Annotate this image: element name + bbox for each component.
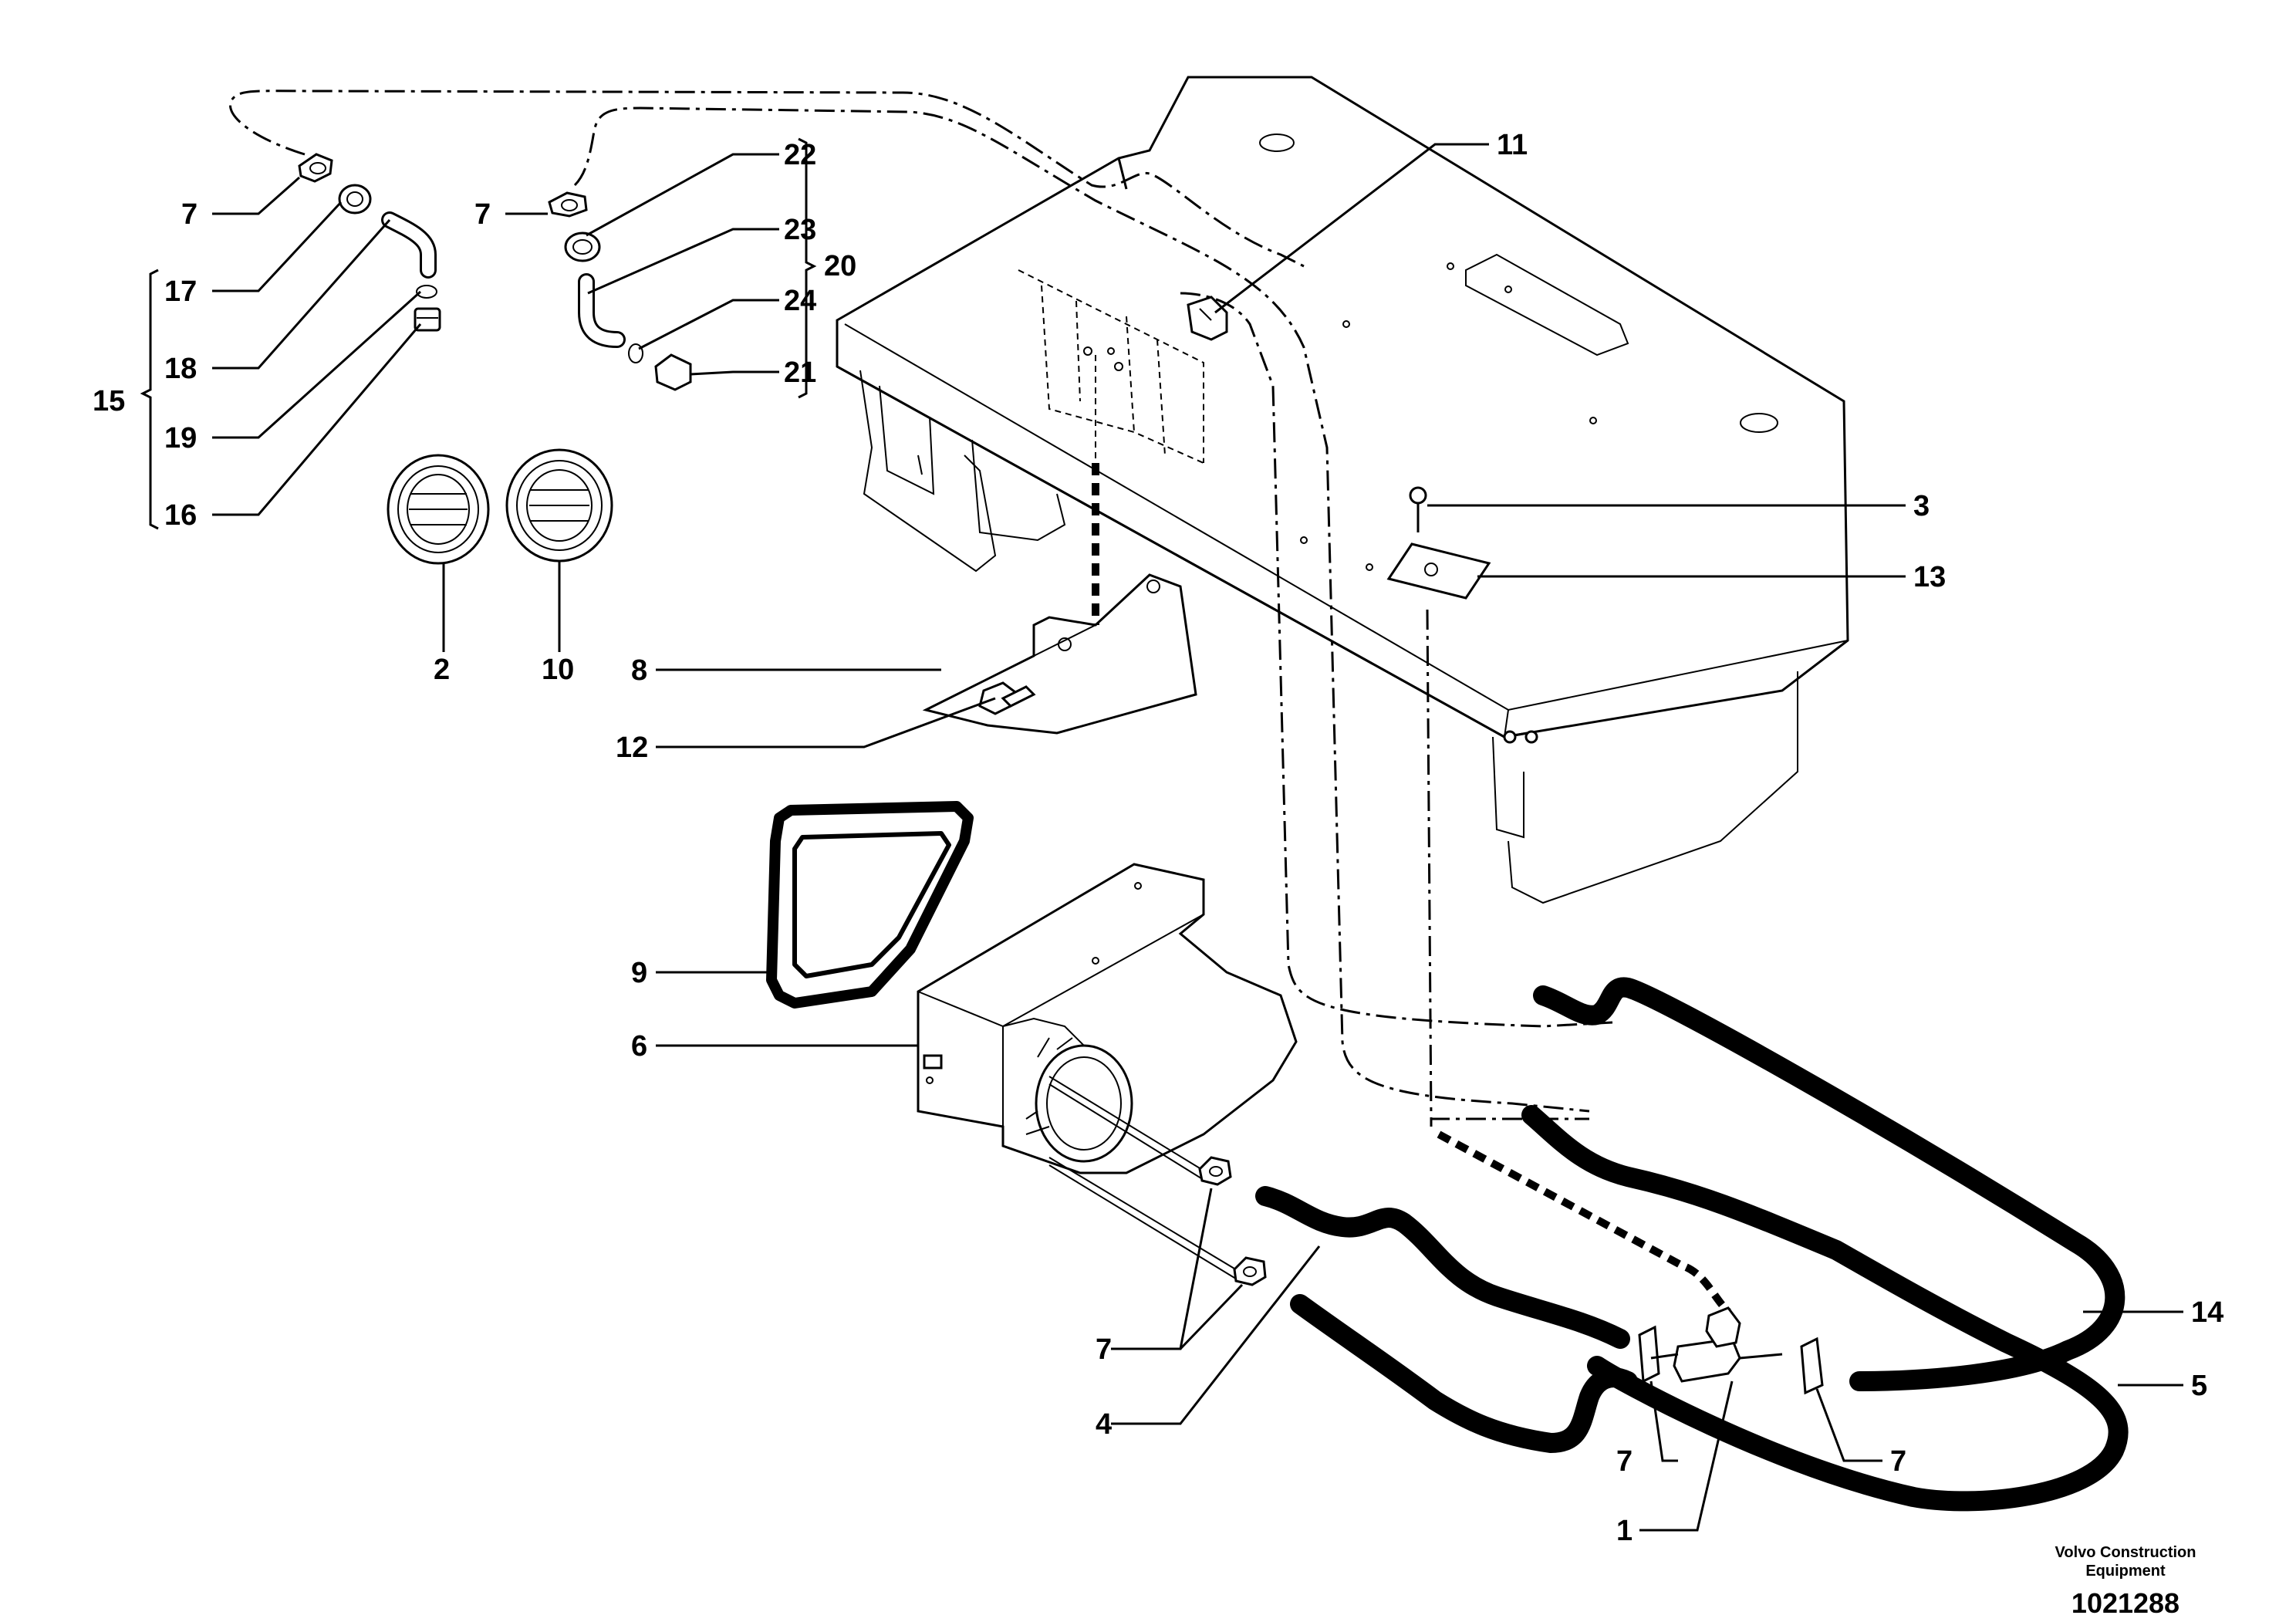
label-7-lower-left: 7: [1096, 1333, 1112, 1366]
gasket-part-9: [766, 801, 974, 1009]
label-4: 4: [1096, 1408, 1112, 1441]
air-vent-part-2: [387, 454, 490, 565]
valve-part-1: [1650, 1306, 1783, 1383]
label-7-top-middle: 7: [474, 198, 491, 231]
hose-part-4: [1255, 1186, 1638, 1453]
label-23: 23: [784, 214, 816, 246]
grommet-plate-part-13: [1386, 542, 1491, 600]
hose-part-5: [1521, 1105, 2129, 1512]
clip-part-11: [1187, 296, 1228, 341]
label-2: 2: [434, 654, 450, 686]
label-15: 15: [93, 385, 125, 417]
label-24: 24: [784, 285, 816, 317]
credit-line-1: Volvo Construction: [2055, 1544, 2196, 1561]
document-number: 1021288: [2071, 1587, 2180, 1619]
air-vent-part-10: [505, 448, 613, 563]
label-7-lower-middle: 7: [1616, 1445, 1633, 1478]
label-7-top-left: 7: [181, 198, 198, 231]
label-1: 1: [1616, 1515, 1633, 1547]
label-8: 8: [631, 654, 647, 687]
label-13: 13: [1913, 561, 1946, 593]
label-5: 5: [2191, 1370, 2207, 1402]
label-9: 9: [631, 957, 647, 989]
fitting-group-20: [548, 191, 692, 391]
label-14: 14: [2191, 1296, 2223, 1329]
heater-box-part-6: [917, 863, 1298, 1283]
label-21: 21: [784, 357, 816, 389]
label-17: 17: [164, 275, 197, 308]
routing-lines: [229, 90, 1613, 1127]
label-19: 19: [164, 422, 197, 454]
credit-line-2: Equipment: [2085, 1563, 2166, 1580]
fitting-group-15: [298, 153, 441, 332]
valve-routing-path: [1437, 1130, 1731, 1315]
label-7-lower-right: 7: [1890, 1445, 1906, 1478]
screw-part-12: [978, 681, 1036, 715]
label-6: 6: [631, 1030, 647, 1063]
leader-lines: [140, 137, 2183, 1532]
screw-part-3: [1409, 486, 1427, 532]
bracket-part-8: [922, 573, 1197, 735]
label-11: 11: [1497, 129, 1528, 161]
label-22: 22: [784, 139, 816, 171]
cab-floor-plate: [836, 76, 1849, 904]
label-20: 20: [824, 250, 856, 282]
part-labels: 7 17 18 15 19 16 7 22 23 20 24 21 2 10 8…: [93, 129, 2223, 1547]
label-18: 18: [164, 353, 197, 385]
label-12: 12: [616, 732, 648, 764]
label-16: 16: [164, 499, 197, 532]
hose-clamps-part-7: [1198, 1156, 1824, 1395]
label-3: 3: [1913, 490, 1930, 522]
label-10: 10: [542, 654, 574, 686]
